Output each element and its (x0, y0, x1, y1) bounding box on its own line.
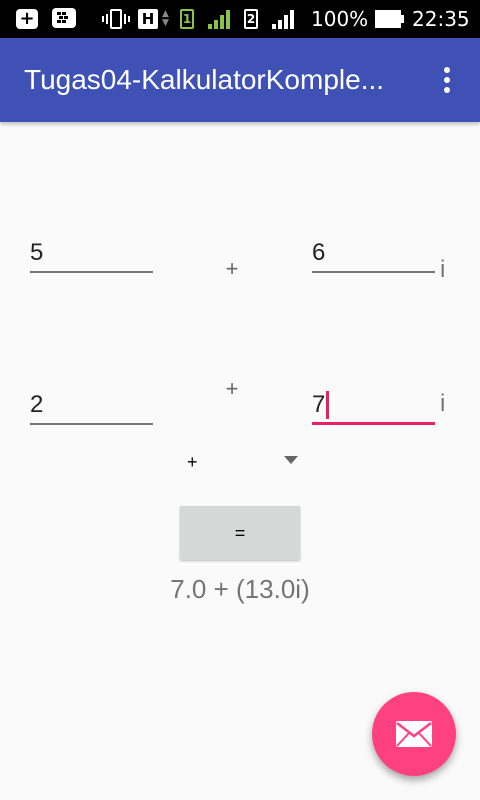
battery-percent: 100% (311, 7, 369, 31)
equals-button[interactable]: = (180, 506, 300, 560)
sim1-badge: 1 (180, 9, 194, 29)
imaginary-suffix-label: i (440, 390, 446, 417)
app-bar: Tugas04-KalkulatorKomple... (0, 38, 480, 122)
mail-fab-button[interactable] (372, 692, 456, 776)
network-type-badge: H (138, 9, 158, 29)
mail-icon (396, 721, 432, 747)
plus-label: + (225, 256, 239, 281)
sim2-badge: 2 (244, 9, 258, 29)
data-activity-icon: ▲▼ (162, 9, 169, 28)
more-vert-icon[interactable] (432, 64, 462, 96)
input-underline-focused (312, 422, 435, 425)
operation-selected-value: + (187, 452, 198, 472)
input-underline (30, 271, 153, 273)
real-part-1-input[interactable]: 5 (30, 233, 153, 273)
imaginary-part-1-input[interactable]: 6 (312, 233, 435, 273)
imaginary-part-1-value: 6 (312, 239, 326, 266)
add-notification-icon: + (16, 9, 38, 29)
result-text: 7.0 + (13.0i) (170, 574, 310, 604)
imaginary-part-2-input[interactable]: 7 (312, 385, 435, 425)
clock: 22:35 (412, 7, 470, 31)
real-part-1-value: 5 (30, 239, 44, 266)
dropdown-arrow-icon (284, 456, 298, 464)
bbm-icon (52, 8, 76, 28)
input-underline (30, 423, 153, 425)
operation-spinner[interactable]: + (180, 448, 304, 476)
real-part-2-value: 2 (30, 391, 44, 418)
vibrate-icon (102, 0, 130, 38)
input-underline (312, 271, 435, 273)
imaginary-suffix-label: i (440, 256, 446, 283)
imaginary-part-2-text: 7 (312, 391, 326, 418)
status-bar: + H ▲▼ 1 2 100% 22:35 (0, 0, 480, 38)
app-title: Tugas04-KalkulatorKomple... (24, 64, 385, 95)
imaginary-part-2-value: 7 (312, 391, 330, 419)
signal-strength-icon (272, 0, 300, 38)
battery-icon (375, 0, 405, 38)
signal-strength-icon (208, 0, 236, 38)
plus-label: + (225, 376, 239, 401)
text-cursor (326, 391, 330, 419)
real-part-2-input[interactable]: 2 (30, 385, 153, 425)
